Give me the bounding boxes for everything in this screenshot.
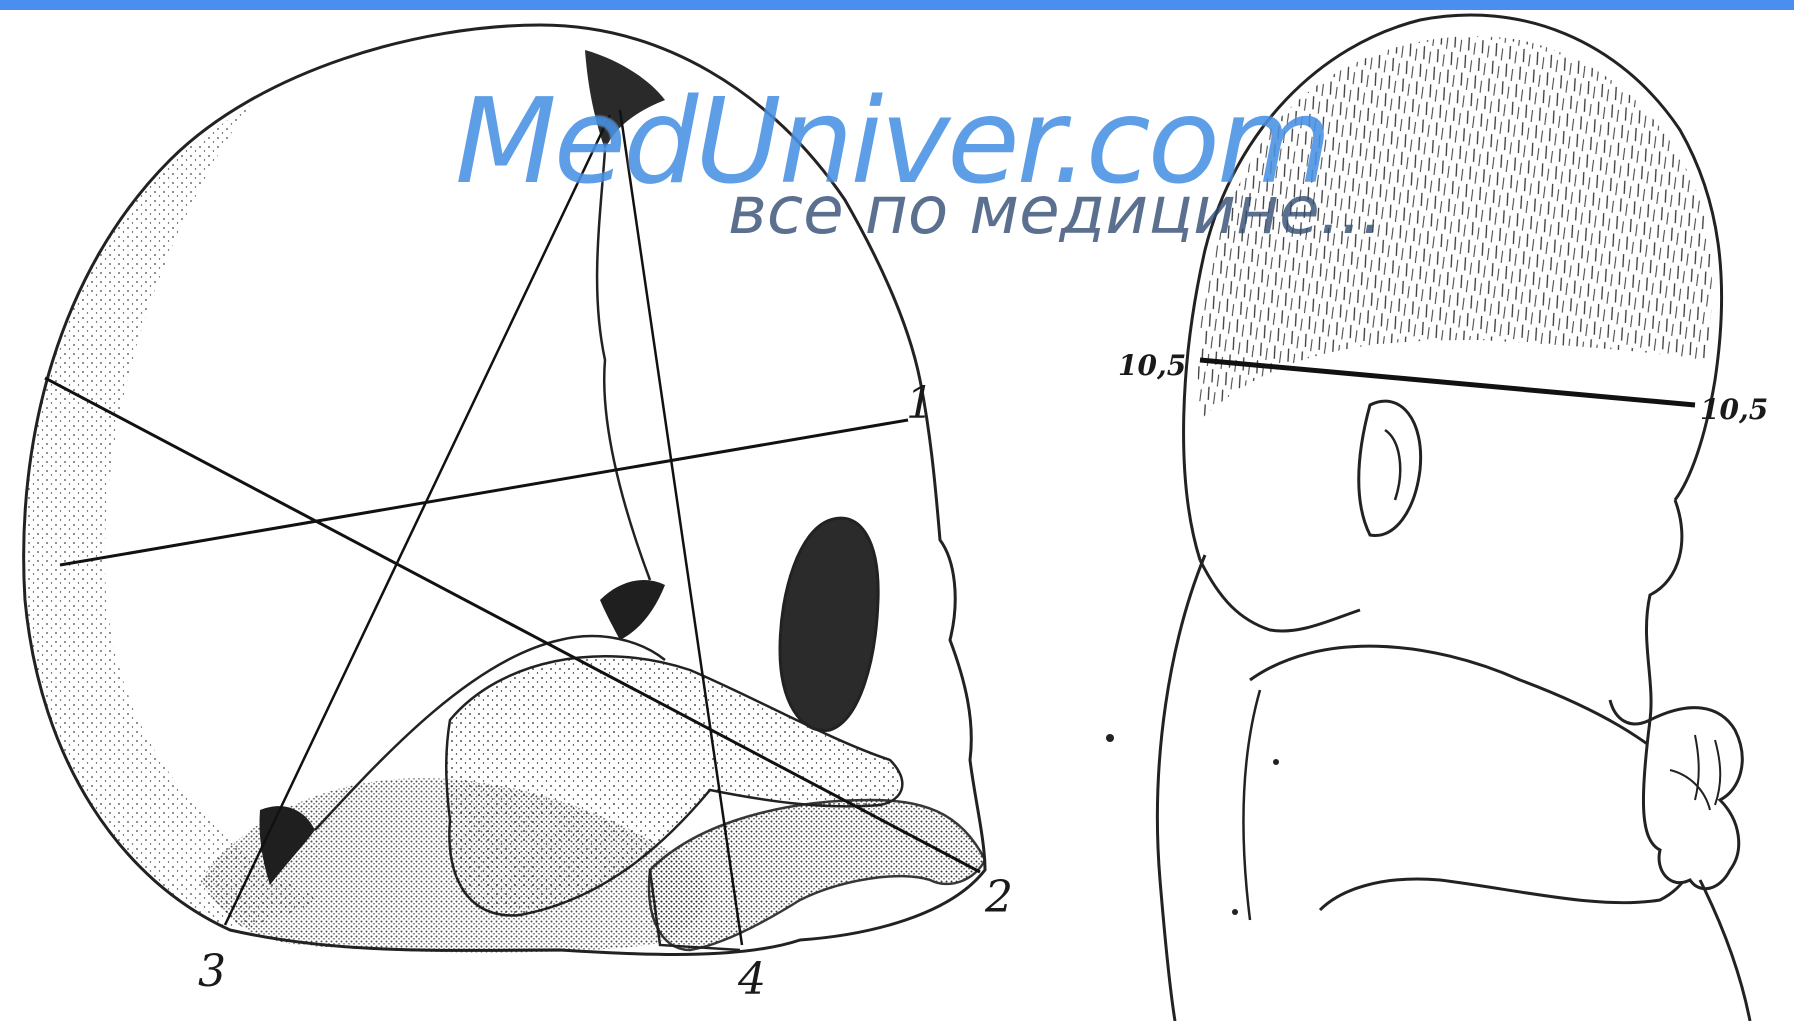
infant-measure-left: 10,5 (1118, 352, 1186, 380)
infant-measure-right: 10,5 (1700, 396, 1768, 424)
infant-mark-3 (1232, 909, 1238, 915)
infant-mark-1 (1106, 734, 1114, 742)
skull-label-4: 4 (738, 958, 766, 1002)
skull-label-3: 3 (198, 950, 226, 994)
infant-upper-arm (1243, 690, 1260, 920)
infant-mark-2 (1273, 759, 1279, 765)
infant-neck (1200, 560, 1360, 631)
infant-torso-front (1700, 880, 1750, 1021)
watermark-tagline: все по медицине... (728, 178, 1383, 244)
infant-hand (1643, 708, 1742, 889)
infant-back (1157, 555, 1205, 1021)
infant-ear (1359, 401, 1421, 535)
infant-face (1610, 500, 1682, 724)
infant-arm (1250, 646, 1700, 910)
infant-measure-line (1200, 360, 1695, 405)
skull-label-2: 2 (985, 876, 1013, 920)
skull-label-1: 1 (906, 382, 934, 426)
